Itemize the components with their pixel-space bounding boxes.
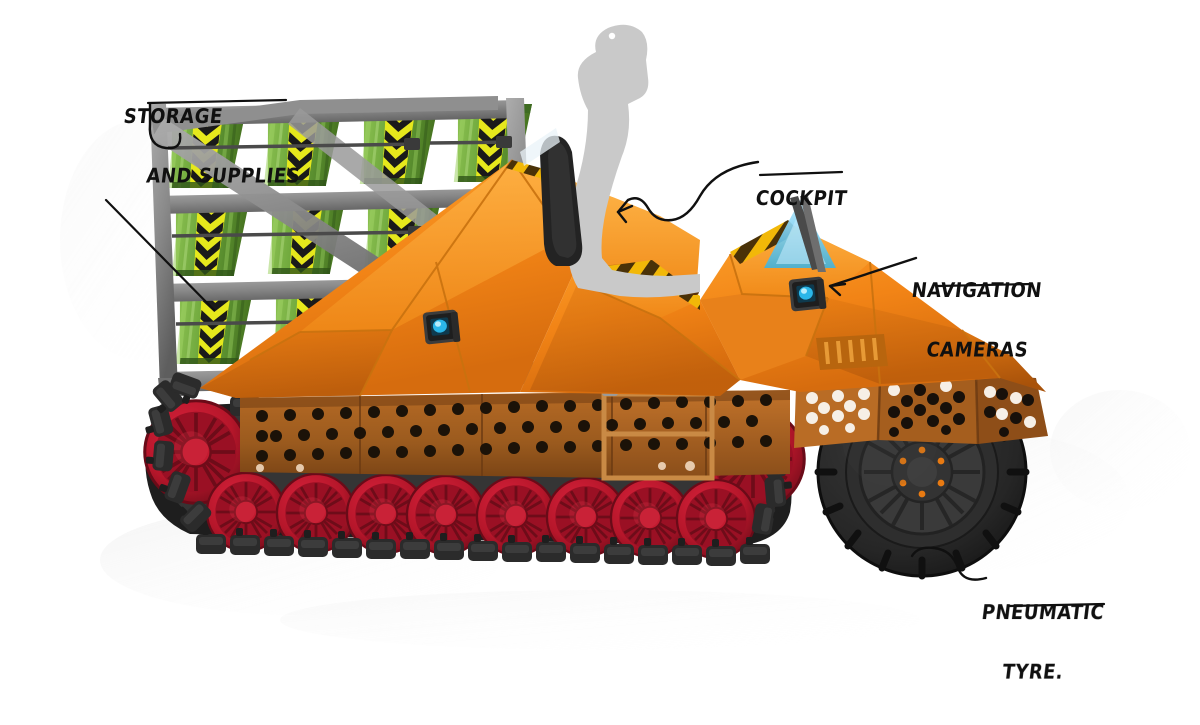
front-camera <box>422 309 461 345</box>
leader-storage <box>148 102 182 150</box>
vent-grille <box>816 334 888 370</box>
rear-fender <box>794 373 1048 448</box>
lug-bolts <box>899 446 945 498</box>
leader-navcam-arrowhead <box>828 282 847 297</box>
leader-navcam <box>828 256 918 288</box>
antenna-fin <box>764 196 836 272</box>
underline-navcam <box>936 282 1034 288</box>
vehicle-concept-illustration <box>60 24 1190 650</box>
underline-tyre <box>1008 602 1106 608</box>
rear-camera <box>788 276 827 312</box>
annotation-leaders <box>104 102 988 581</box>
leader-cockpit-arrowhead <box>616 204 634 224</box>
annotation-underlines <box>146 98 1106 608</box>
cockpit <box>520 24 700 298</box>
leader-tyre <box>910 546 988 581</box>
driver-seat <box>540 135 583 266</box>
underline-storage <box>146 98 288 105</box>
concept-art-canvas: STORAGE AND SUPPLIES COCKPIT NAVIGATION … <box>60 24 1190 684</box>
skirt-perforations <box>256 394 772 462</box>
leader-cockpit <box>616 160 760 222</box>
leader-rack-unlabeled <box>104 198 216 312</box>
underline-cockpit <box>758 170 844 177</box>
side-skirt <box>240 390 790 478</box>
driver-silhouette <box>567 24 700 298</box>
